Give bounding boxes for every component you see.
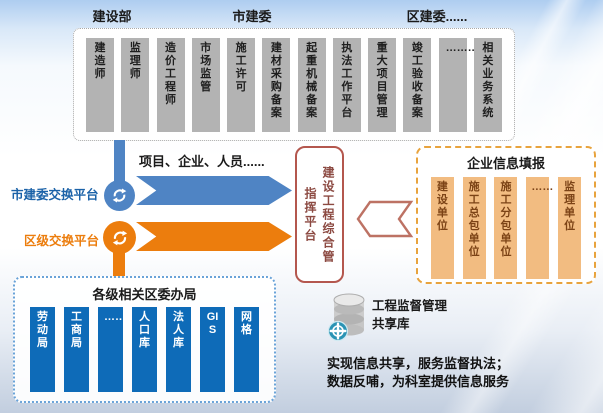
summary-note-line2: 数据反哺，为科室提供信息服务 — [327, 373, 510, 389]
district-exchange-arrow — [136, 222, 292, 251]
system-bar: 监理师 — [121, 38, 150, 132]
header-city-committee: 市建委 — [232, 9, 272, 24]
district-exchange-platform-label: 区级交换平台 — [24, 234, 100, 248]
flow-data-label: 项目、企业、人员...... — [139, 154, 265, 169]
summary-note: 实现信息共享，服务监督执法； 数据反哺，为科室提供信息服务 — [327, 356, 509, 391]
system-bar: 起重机械备案 — [297, 38, 326, 132]
sync-icon — [112, 230, 127, 245]
enterprise-bars: 建设单位 施工总包单位 施工分包单位 …… 监理单位 — [418, 177, 594, 279]
district-bureau-bars: 劳动局 工商局 …… 人口库 法人库 GIS 网格 — [15, 307, 274, 392]
enterprise-panel-title: 企业信息填报 — [466, 156, 545, 171]
database-label-line2: 共享库 — [372, 317, 410, 332]
header-district-committee: 区建委...... — [406, 9, 468, 24]
bureau-bar: 劳动局 — [30, 307, 55, 392]
bureau-bar: 人口库 — [132, 307, 157, 392]
command-platform-text-col2: 指挥平台 — [303, 186, 317, 243]
enterprise-bar: 施工分包单位 — [494, 177, 518, 279]
command-platform-text-col1: 建设工程综合管 — [321, 165, 335, 264]
bureau-bar: …… — [98, 307, 126, 392]
database-icon — [327, 293, 365, 342]
database-label: 工程监督管理 共享库 — [372, 297, 447, 333]
city-exchange-platform-label: 市建委交换平台 — [11, 188, 99, 202]
system-bar: 市场监管 — [191, 38, 220, 132]
city-sync-node — [104, 180, 135, 211]
system-bar: 施工许可 — [227, 38, 256, 132]
bureau-bar: 法人库 — [166, 307, 191, 392]
database-label-line1: 工程监督管理 — [372, 299, 448, 313]
top-systems-panel: 建造师 监理师 造价工程师 市场监管 施工许可 建材采购备案 起重机械备案 执法… — [73, 28, 515, 141]
district-bureaus-title: 各级相关区委办局 — [92, 287, 197, 302]
sync-icon — [112, 188, 127, 203]
command-platform-box: 建设工程综合管 指挥平台 — [295, 146, 344, 283]
enterprise-bar: 监理单位 — [558, 177, 582, 279]
left-chevron-arrow — [356, 200, 414, 238]
enterprise-bar: …… — [526, 177, 553, 279]
system-bar: 建造师 — [86, 38, 114, 132]
system-bar: ………… — [438, 38, 490, 132]
district-sync-node — [103, 221, 136, 254]
enterprise-bar: 施工总包单位 — [462, 177, 486, 279]
system-bar: 竣工验收备案 — [403, 38, 432, 132]
blue-connector-line — [114, 140, 125, 184]
system-bar: 建材采购备案 — [262, 38, 291, 132]
summary-note-line1: 实现信息共享，服务监督执法； — [327, 356, 510, 371]
city-exchange-arrow — [136, 176, 292, 205]
enterprise-bar: 建设单位 — [430, 177, 454, 279]
system-bar: 执法工作平台 — [332, 38, 361, 132]
orange-connector-line — [113, 250, 125, 278]
district-bureaus-panel: 各级相关区委办局 劳动局 工商局 …… 人口库 法人库 GIS 网格 — [13, 276, 276, 403]
bureau-bar: 网格 — [234, 307, 259, 392]
system-bar: 重大项目管理 — [368, 38, 397, 132]
system-bar: 相关业务系统 — [473, 38, 502, 132]
enterprise-info-panel: 企业信息填报 建设单位 施工总包单位 施工分包单位 …… 监理单位 — [416, 146, 596, 284]
bureau-bar: GIS — [200, 307, 225, 392]
header-ministry: 建设部 — [92, 9, 132, 24]
system-bar: 造价工程师 — [156, 38, 185, 132]
bureau-bar: 工商局 — [64, 307, 89, 392]
